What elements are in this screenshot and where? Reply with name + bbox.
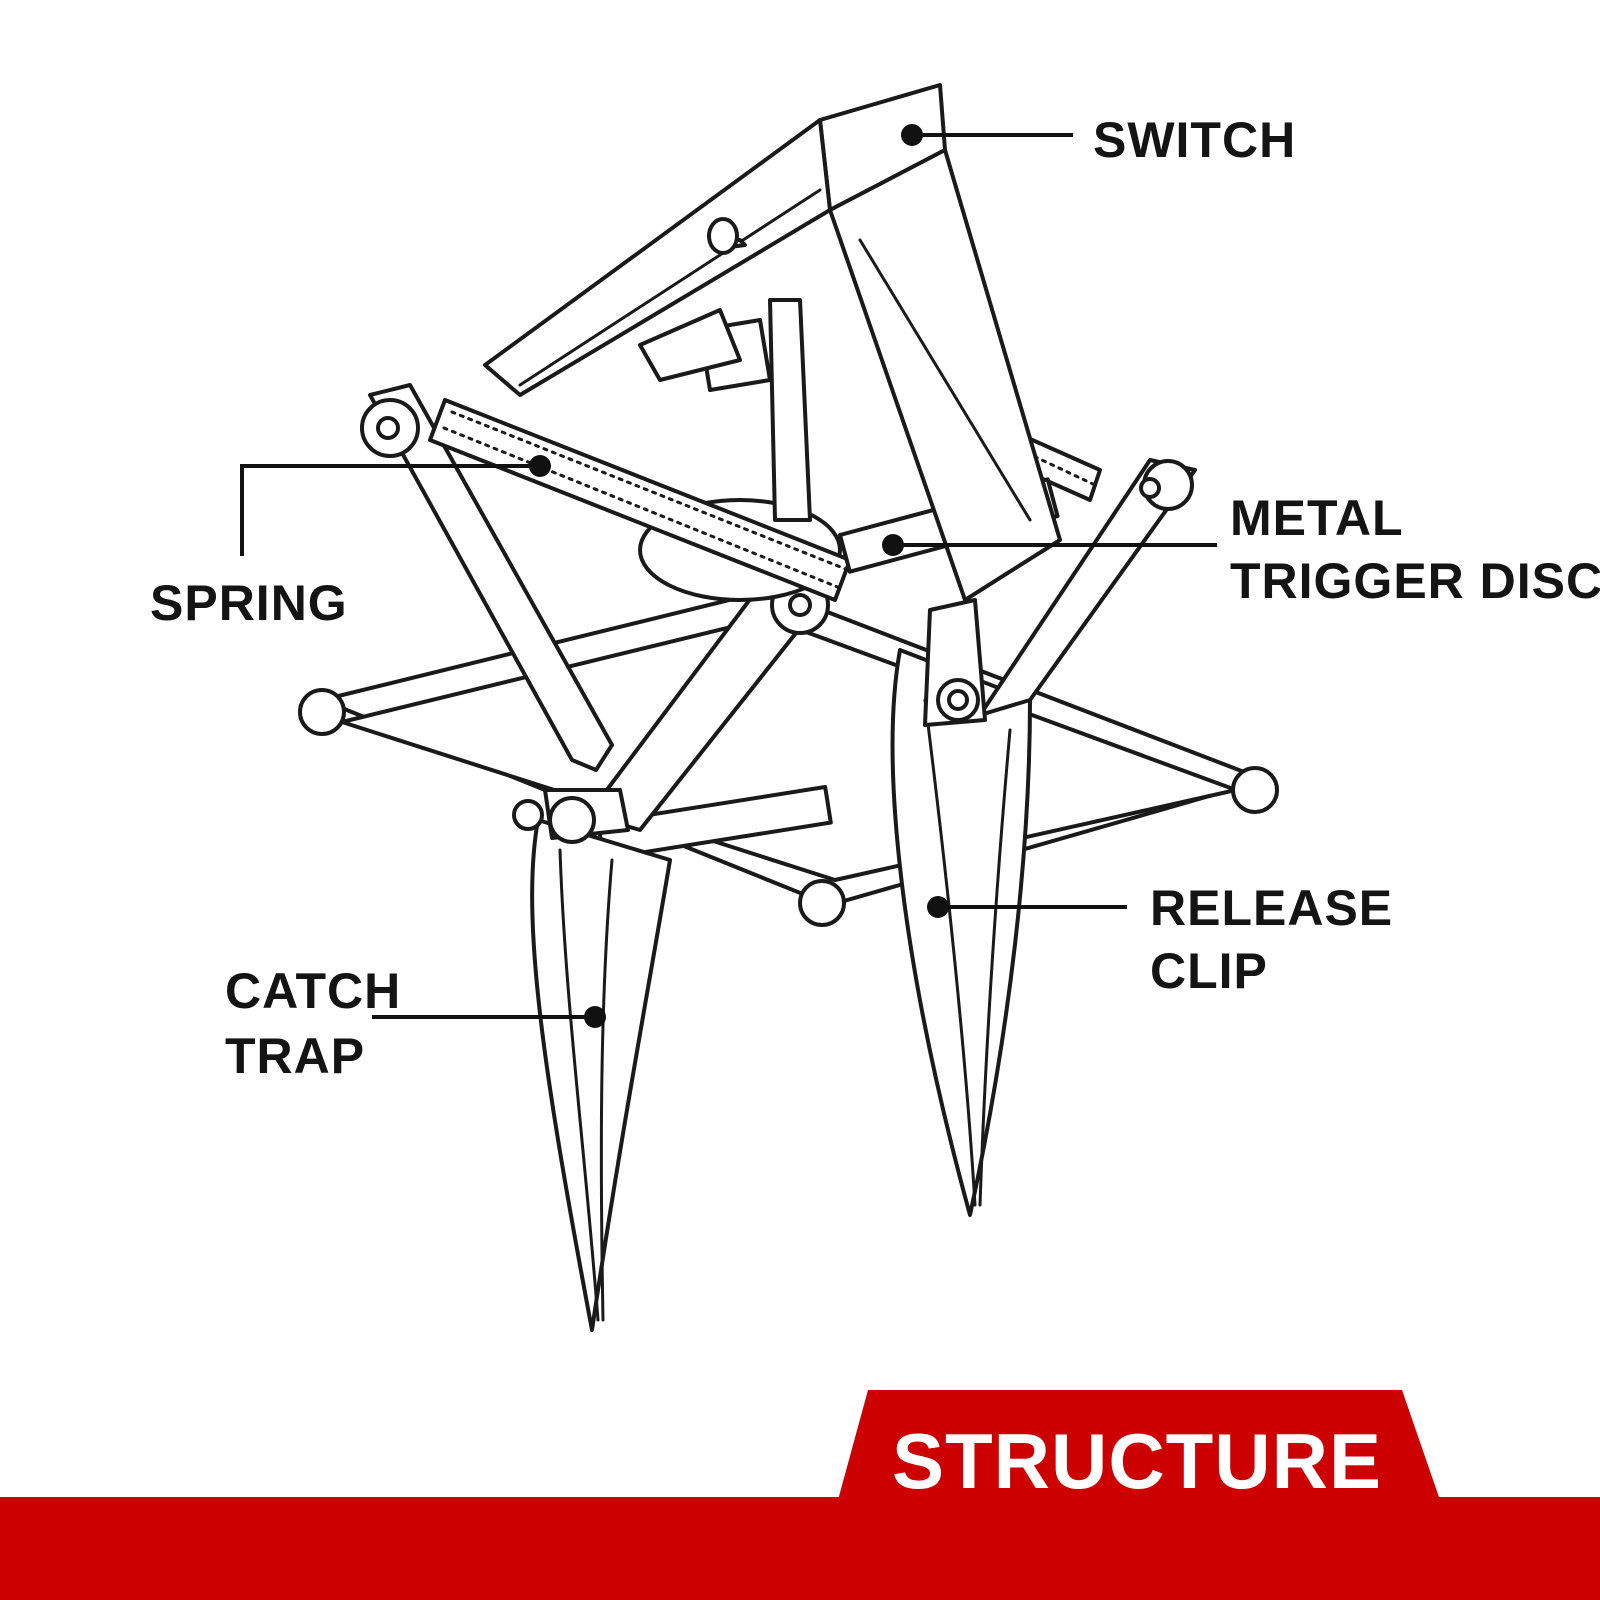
switch-marker	[901, 124, 923, 146]
banner-title: STRUCTURE	[892, 1417, 1382, 1505]
release-clip-label-line1: RELEASE	[1150, 880, 1393, 936]
callout-leaders	[240, 124, 1217, 1028]
spring-label: SPRING	[150, 575, 348, 631]
banner-tab	[838, 1390, 1440, 1500]
spring-marker	[529, 455, 551, 477]
trigger-disc-marker	[882, 534, 904, 556]
structure-banner: STRUCTURE	[0, 1390, 1600, 1600]
right-arms	[923, 458, 1197, 727]
metal-trigger-disc-label-line1: METAL	[1230, 490, 1403, 546]
left-jaw	[530, 818, 672, 1332]
catch-trap-marker	[584, 1006, 606, 1028]
right-jaw	[890, 648, 1032, 1217]
spring-leader	[240, 464, 540, 556]
catch-trap-label-line1: CATCH	[225, 963, 401, 1019]
release-clip-marker	[927, 896, 949, 918]
release-clip-label-line2: CLIP	[1150, 943, 1268, 999]
metal-trigger-disc-label-line2: TRIGGER DISC	[1230, 553, 1600, 609]
trap-illustration	[298, 83, 1279, 1332]
switch-label: SWITCH	[1093, 112, 1296, 168]
callout-labels: SWITCH SPRING METAL TRIGGER DISC RELEASE…	[150, 112, 1600, 1084]
banner-bar	[0, 1497, 1600, 1600]
catch-trap-label-line2: TRAP	[225, 1028, 365, 1084]
switch-housing	[483, 83, 1062, 602]
